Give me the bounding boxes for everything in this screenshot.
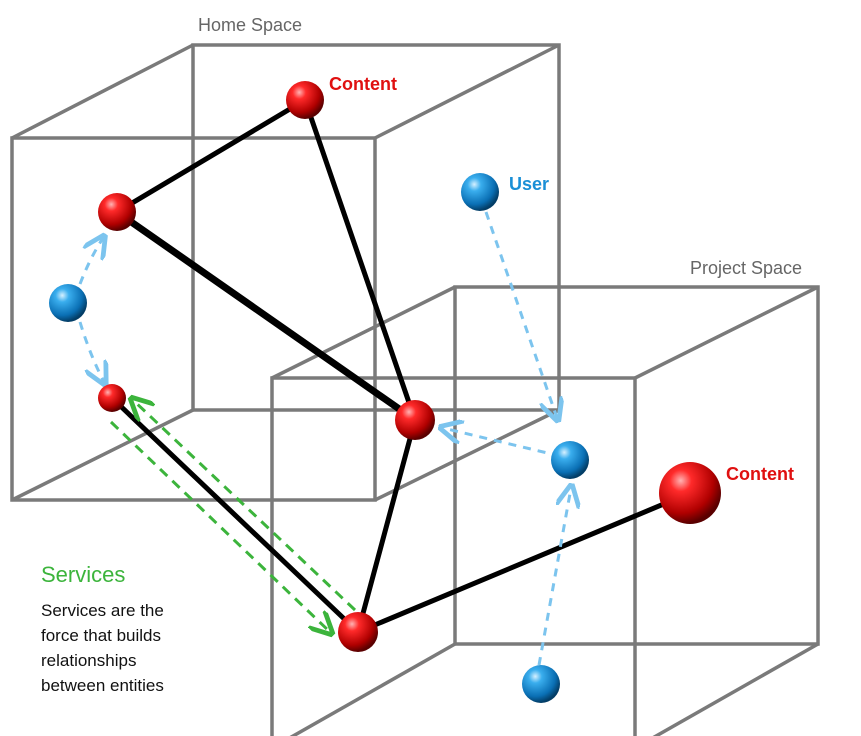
relationship-line: [113, 208, 419, 424]
user-link-arrow: [484, 211, 557, 418]
user-node: [551, 441, 589, 479]
content-node: [98, 384, 126, 412]
content-node-top: [286, 81, 324, 119]
home-space-label: Home Space: [198, 15, 302, 35]
relationship-line: [302, 97, 418, 423]
services-description-line: Services are the: [41, 601, 164, 620]
services-title: Services: [41, 562, 125, 587]
service-link-arrow: [133, 400, 357, 612]
content-node: [98, 193, 136, 231]
home-space-cube: [10, 43, 561, 502]
services-description: Services are the force that builds relat…: [41, 598, 241, 698]
content-node: [395, 400, 435, 440]
content-label-right: Content: [726, 464, 794, 484]
services-description-line: relationships: [41, 651, 137, 670]
relationship-lines: [109, 97, 693, 635]
user-link-arrow: [78, 238, 103, 285]
content-node-right: [659, 462, 721, 524]
relationship-line: [114, 97, 308, 215]
user-link-arrow: [443, 428, 561, 458]
user-link-arrow: [78, 321, 104, 382]
user-links: [78, 211, 571, 666]
project-space-cube: [270, 285, 820, 736]
user-node: [522, 665, 560, 703]
user-node-top: [461, 173, 499, 211]
user-node: [49, 284, 87, 322]
relationship-line: [355, 417, 418, 635]
project-space-label: Project Space: [690, 258, 802, 278]
content-label-top: Content: [329, 74, 397, 94]
services-description-line: between entities: [41, 676, 164, 695]
relationship-line: [109, 395, 361, 635]
user-label: User: [509, 174, 549, 194]
content-node: [338, 612, 378, 652]
relationship-line: [355, 490, 693, 635]
nodes: [49, 81, 721, 703]
services-description-line: force that builds: [41, 626, 162, 645]
user-link-arrow: [537, 488, 571, 666]
